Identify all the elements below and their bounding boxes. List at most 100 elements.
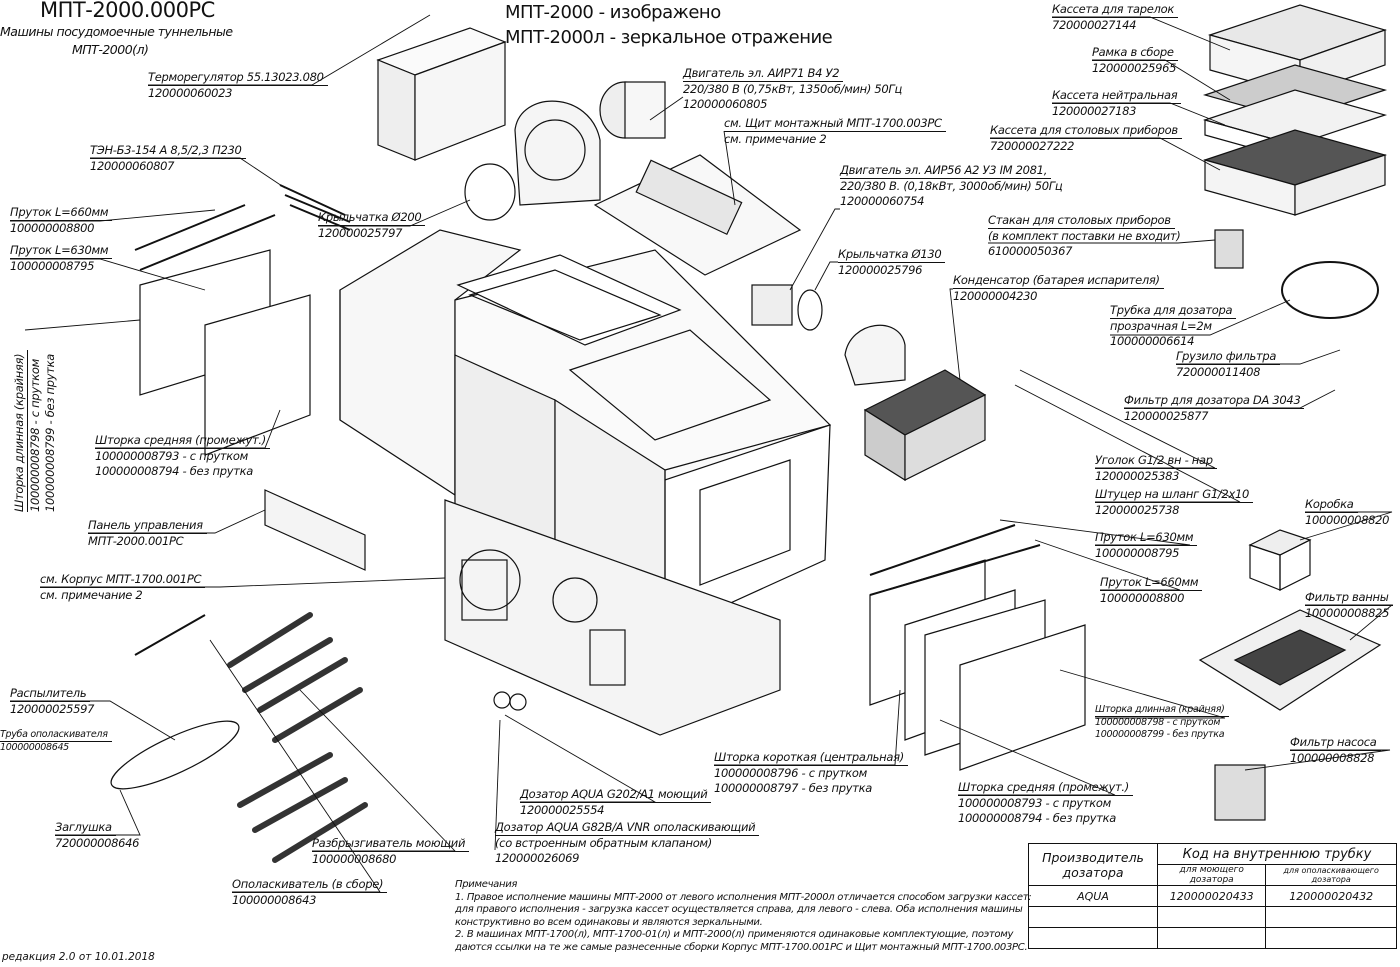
note-line: 1. Правое исполнение машины МПТ-2000 от … (455, 891, 1032, 903)
machine-housing (339, 229, 832, 736)
part-code: 720000011408 (1176, 365, 1261, 379)
part-name: Кассета нейтральная (1052, 88, 1182, 104)
callout-rinse-assembly: Ополаскиватель (в сборе)100000008643 (232, 877, 388, 908)
thermoregulator-box (376, 27, 507, 161)
part-name: Заглушка (55, 820, 116, 836)
part-code: 100000006614 (1110, 334, 1195, 348)
part-code: 100000008800 (1100, 591, 1185, 605)
part-code: 100000008798 - с прутком (28, 358, 42, 512)
small-fan-motor (751, 284, 906, 386)
part-code: 720000027222 (990, 139, 1075, 153)
condenser-coil (863, 369, 987, 482)
table-row: AQUA 120000020433 120000020432 (1028, 885, 1397, 907)
part-name: Фильтр ванны (1305, 590, 1393, 606)
control-cabinet-plate (593, 154, 802, 276)
callout-curtain-long-right: Шторка длинная (крайняя)100000008798 - с… (1095, 704, 1229, 741)
part-name: Разбрызгиватель моющий (312, 836, 470, 852)
document-subtitle-model: МПТ-2000(л) (72, 42, 149, 57)
part-code: 720000027144 (1052, 18, 1137, 32)
box-part (1248, 529, 1312, 591)
note-line: конструктивно во всем одинаковы и являют… (455, 916, 763, 928)
part-name: см. Щит монтажный МПТ-1700.003РС (724, 116, 946, 132)
dosing-tube-coil (1281, 261, 1379, 319)
doser-tube-code-table: Производитель дозатора Код на внутреннюю… (1028, 843, 1397, 949)
part-code: 120000025597 (10, 702, 95, 716)
part-code: 100000008828 (1290, 751, 1375, 765)
cell-wash-code (1156, 906, 1267, 928)
part-code: 120000025877 (1124, 409, 1209, 423)
part-name: Фильтр насоса (1290, 735, 1381, 751)
part-code: см. примечание 2 (40, 588, 143, 602)
part-name: Шторка длинная (крайняя) (1095, 704, 1229, 717)
callout-cutlery-cup: Стакан для столовых приборов(в комплект … (988, 213, 1181, 259)
part-code: 100000008797 - без прутка (714, 781, 873, 795)
part-code: 120000025554 (520, 803, 605, 817)
part-code: 100000008793 - с прутком (958, 796, 1112, 810)
variant-mirrored: МПТ-2000л - зеркальное отражение (505, 27, 833, 48)
header-code: Код на внутреннюю трубку (1157, 843, 1397, 865)
part-code: 100000008820 (1305, 513, 1390, 527)
part-name: Труба ополаскивателя (0, 729, 112, 742)
part-name: Крыльчатка Ø130 (838, 247, 946, 263)
part-name: Грузило фильтра (1176, 349, 1281, 365)
part-code: 120000027183 (1052, 104, 1137, 118)
callout-curtain-long-left: Шторка длинная (крайняя)100000008798 - с… (12, 349, 58, 512)
part-code: 120000060023 (148, 86, 233, 100)
callout-curtain-short: Шторка короткая (центральная) 10000000879… (714, 750, 908, 796)
part-name: Ополаскиватель (в сборе) (232, 877, 388, 893)
part-code: см. примечание 2 (724, 132, 827, 146)
part-code: 100000008825 (1305, 606, 1390, 620)
revision-note: редакция 2.0 от 10.01.2018 (2, 951, 155, 963)
part-name: Шторка средняя (промежут.) (95, 433, 270, 449)
part-name: см. Корпус МПТ-1700.001РС (40, 572, 206, 588)
part-code: 100000008799 - без прутка (1095, 729, 1225, 740)
note-line: для правого исполнения - загрузка кассет… (455, 904, 1023, 915)
note-line: 2. В машинах МПТ-1700(л), МПТ-1700-01(л)… (455, 929, 1014, 940)
part-name: Пруток L=630мм (1095, 530, 1198, 546)
part-code: (со встроенным обратным клапаном) (495, 836, 712, 850)
part-code: 120000060805 (683, 97, 768, 111)
part-name: Двигатель эл. АИР56 А2 У3 IM 2081, (840, 163, 1052, 179)
part-code: 100000008645 (0, 742, 69, 753)
callout-motor-air56: Двигатель эл. АИР56 А2 У3 IM 2081,220/38… (840, 163, 1063, 209)
curtains-left (134, 204, 311, 456)
part-name: Двигатель эл. АИР71 В4 У2 (683, 66, 844, 82)
subheader-wash: для моющего дозатора (1156, 864, 1267, 886)
part-code: 100000008794 - без прутка (958, 811, 1117, 825)
part-code: 100000008793 - с прутком (95, 449, 249, 463)
callout-curtain-mid-left: Шторка средняя (промежут.)100000008793 -… (95, 433, 270, 479)
part-name: Шторка короткая (центральная) (714, 750, 908, 766)
cell-wash-code: 120000020433 (1156, 885, 1267, 907)
part-name: Стакан для столовых приборов (988, 213, 1175, 229)
part-name: Пруток L=630мм (10, 243, 113, 259)
part-name: Уголок G1/2 вн - нар (1095, 453, 1217, 469)
part-code: 120000025738 (1095, 503, 1180, 517)
part-code: 120000060754 (840, 194, 925, 208)
fan-housing (464, 81, 666, 221)
tank-filter (1198, 609, 1382, 711)
part-code: 120000026069 (495, 851, 580, 865)
cell-manufacturer: AQUA (1028, 885, 1158, 907)
part-name: Конденсатор (батарея испарителя) (953, 273, 1164, 289)
part-code: 120000025796 (838, 263, 923, 277)
part-code: 100000008643 (232, 893, 317, 907)
part-code: 120000025797 (318, 226, 403, 240)
cell-manufacturer (1028, 906, 1158, 928)
part-name: Трубка для дозатора (1110, 303, 1237, 319)
part-code: 220/380 В (0,75кВт, 1350об/мин) 50Гц (683, 82, 903, 96)
